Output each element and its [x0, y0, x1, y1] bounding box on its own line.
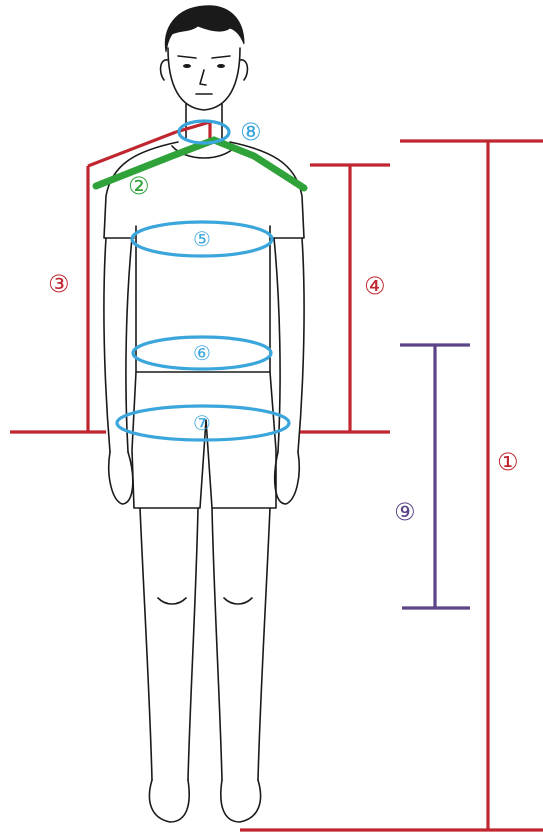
label-side-length: ③ — [48, 272, 70, 296]
label-torso-length: ④ — [364, 274, 386, 298]
left-knee — [158, 598, 186, 604]
inseam-marker — [400, 345, 470, 608]
label-chest: ⑤ — [193, 229, 211, 249]
right-arm-inner — [274, 238, 280, 452]
label-total-height: ① — [497, 450, 519, 474]
right-foot — [221, 780, 261, 822]
right-arm-outer — [298, 238, 304, 452]
right-eye — [217, 64, 225, 68]
right-hand — [275, 452, 300, 504]
left-leg-inner — [188, 508, 198, 780]
label-waist: ⑥ — [193, 343, 211, 363]
left-leg-outer — [140, 508, 152, 780]
total-height-marker — [240, 141, 543, 830]
label-inseam: ⑨ — [394, 500, 416, 524]
left-brow — [178, 56, 196, 58]
head — [168, 48, 240, 110]
left-ear — [161, 60, 168, 80]
left-arm-inner — [126, 238, 132, 452]
nose — [200, 70, 206, 85]
label-neck: ⑧ — [240, 120, 262, 144]
right-leg-outer — [258, 508, 270, 780]
left-eye — [183, 64, 191, 68]
label-shoulder-width: ② — [128, 174, 150, 198]
right-knee — [224, 598, 252, 604]
left-foot — [149, 780, 189, 822]
right-leg-inner — [212, 508, 222, 780]
right-ear — [240, 60, 247, 80]
side-length-marker — [10, 122, 210, 432]
left-hand — [109, 452, 133, 504]
left-arm-outer — [104, 238, 110, 452]
hair — [165, 6, 244, 52]
label-hip: ⑦ — [193, 413, 211, 433]
right-brow — [212, 56, 230, 58]
